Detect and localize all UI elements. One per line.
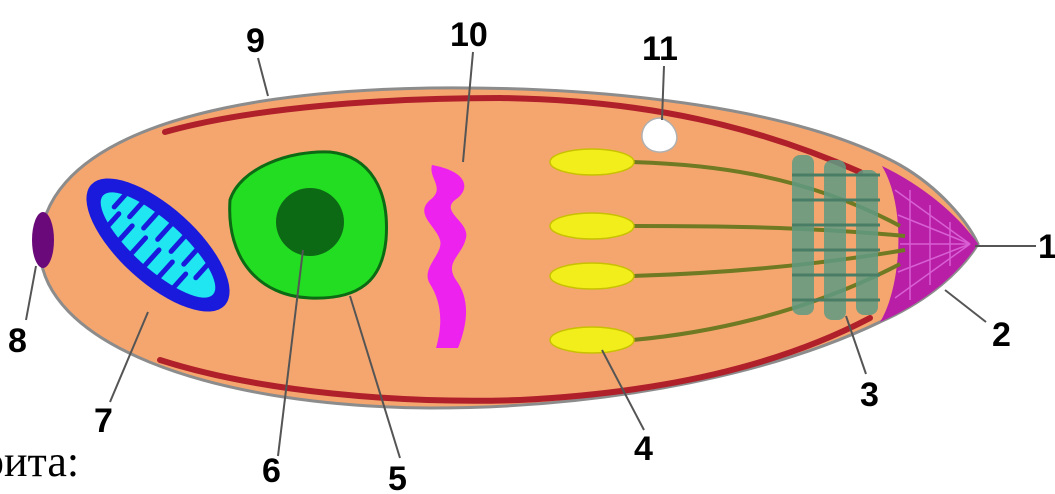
golgi-apparatus — [424, 165, 467, 348]
apical-mesh — [894, 189, 971, 300]
label-11: 11 — [642, 30, 678, 68]
leader-lines — [25, 51, 1036, 459]
label-2: 2 — [992, 316, 1011, 354]
secretory-granules — [549, 148, 635, 354]
label-7: 7 — [94, 402, 113, 440]
label-6: 6 — [262, 452, 281, 490]
pellicle-top — [162, 94, 863, 175]
label-5: 5 — [388, 460, 407, 494]
vacuole — [641, 117, 678, 153]
label-10: 10 — [450, 16, 488, 54]
label-1: 1 — [1038, 228, 1055, 266]
label-3: 3 — [860, 376, 879, 414]
mitochondrion — [86, 178, 230, 312]
pellicle-bottom — [157, 315, 873, 404]
micropore — [32, 212, 54, 268]
nucleolus — [276, 188, 344, 256]
caption-text: рита: — [0, 437, 80, 486]
micronemes — [792, 155, 880, 320]
label-9: 9 — [246, 22, 265, 60]
label-8: 8 — [8, 322, 27, 360]
label-4: 4 — [634, 430, 653, 468]
